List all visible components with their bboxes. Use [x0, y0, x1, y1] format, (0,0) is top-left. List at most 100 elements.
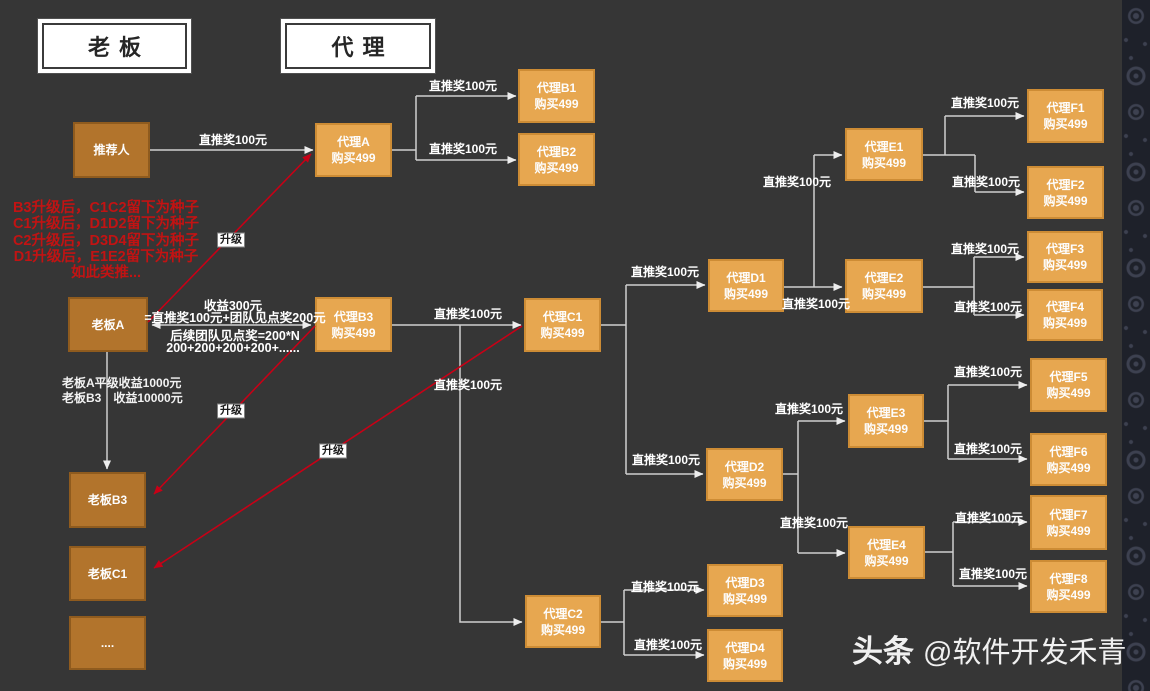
edge-label-direct-bonus: 直推奖100元 [958, 567, 1028, 581]
node-label: 代理D2 [724, 459, 765, 474]
node-sublabel: 购买499 [540, 622, 586, 637]
node-sublabel: 购买499 [1046, 460, 1091, 475]
seed-rule-line: B3升级后，C1C2留下为种子 [12, 200, 200, 216]
edge-label-direct-bonus: 直推奖100元 [433, 307, 503, 321]
node-agent-f8: 代理F8 购买499 [1030, 560, 1107, 613]
legend-agent-box: 代理 [285, 23, 431, 69]
node-agent-d2: 代理D2 购买499 [706, 448, 783, 501]
node-referrer: 推荐人 [73, 122, 150, 178]
edge-label-direct-bonus: 直推奖100元 [631, 453, 701, 467]
node-label: 代理B1 [536, 81, 577, 95]
node-agent-c2: 代理C2 购买499 [525, 595, 601, 648]
watermark-brand: 头条 [852, 634, 914, 669]
node-sublabel: 购买499 [1042, 258, 1088, 272]
node-sublabel: 购买499 [722, 656, 768, 671]
decorative-border-pattern [1122, 0, 1150, 691]
node-agent-f2: 代理F2 购买499 [1027, 166, 1104, 219]
node-label: 代理A [337, 135, 370, 149]
node-sublabel: 购买499 [331, 151, 376, 165]
edge-label-direct-bonus: 直推奖100元 [950, 242, 1020, 256]
node-agent-f4: 代理F4 购买499 [1027, 289, 1103, 341]
node-boss-a: 老板A [68, 297, 148, 352]
node-sublabel: 购买499 [861, 287, 907, 301]
node-sublabel: 购买499 [864, 553, 909, 568]
node-label: 老板B3 [87, 493, 128, 507]
edge-label-direct-bonus: 直推奖100元 [428, 142, 498, 156]
node-sublabel: 购买499 [1043, 193, 1088, 208]
legend-agent-label: 代理 [331, 35, 394, 60]
edge-label-direct-bonus: 直推奖100元 [198, 133, 268, 147]
edge-label-direct-bonus: 直推奖100元 [781, 297, 851, 311]
node-label: .... [100, 636, 115, 650]
seed-rule-line: C1升级后，D1D2留下为种子 [12, 216, 200, 233]
node-label: 代理F3 [1045, 242, 1084, 256]
node-agent-a: 代理A 购买499 [315, 123, 392, 177]
node-sublabel: 购买499 [861, 155, 907, 170]
seed-rule-line: C2升级后，D3D4留下为种子 [12, 232, 200, 249]
node-label: 代理F8 [1049, 571, 1088, 586]
node-agent-d1: 代理D1 购买499 [708, 259, 784, 312]
node-label: 代理E1 [864, 139, 904, 154]
node-label: 老板C1 [87, 566, 128, 581]
node-agent-f7: 代理F7 购买499 [1030, 495, 1107, 550]
edge-label-direct-bonus: 直推奖100元 [951, 175, 1021, 189]
node-boss-c1: 老板C1 [69, 546, 146, 601]
node-label: 老板A [91, 317, 125, 332]
upgrade-chip: 升级 [319, 443, 347, 459]
node-sublabel: 购买499 [1046, 386, 1091, 400]
node-agent-b1: 代理B1 购买499 [518, 69, 595, 123]
node-label: 代理D3 [725, 575, 765, 590]
edge-label-direct-bonus: 直推奖100元 [630, 580, 700, 594]
node-label: 代理B2 [536, 144, 577, 159]
node-label: 代理F6 [1049, 444, 1088, 459]
node-agent-e3: 代理E3 购买499 [848, 394, 924, 448]
edge-label-direct-bonus: 直推奖100元 [633, 638, 703, 652]
node-sublabel: 购买499 [1046, 587, 1091, 602]
node-label: 代理F5 [1049, 370, 1088, 384]
edge-label-direct-bonus: 直推奖100元 [762, 175, 832, 189]
node-boss-b3: 老板B3 [69, 472, 146, 528]
edge-label-direct-bonus: 直推奖100元 [433, 378, 503, 392]
node-label: 代理D1 [726, 270, 766, 285]
edge-label-direct-bonus: 直推奖100元 [774, 402, 844, 416]
watermark-handle: @软件开发禾青 [923, 637, 1127, 669]
node-sublabel: 购买499 [534, 97, 579, 111]
node-agent-d3: 代理D3 购买499 [707, 564, 783, 617]
legend-boss-label: 老板 [87, 35, 150, 60]
boss-income-line1: 老板A平级收益1000元 [62, 376, 182, 390]
node-sublabel: 购买499 [540, 326, 585, 340]
edge-label-direct-bonus: 直推奖100元 [428, 79, 498, 93]
node-label: 代理D4 [725, 640, 765, 655]
node-label: 代理F2 [1046, 177, 1085, 192]
node-label: 代理F1 [1046, 101, 1085, 115]
node-agent-f5: 代理F5 购买499 [1030, 358, 1107, 412]
node-label: 代理F4 [1045, 300, 1084, 314]
node-label: 推荐人 [93, 143, 130, 157]
node-sublabel: 购买499 [722, 591, 768, 606]
edge-label-direct-bonus: 直推奖100元 [630, 265, 700, 279]
node-boss-more: .... [69, 616, 146, 670]
node-label: 代理E4 [867, 537, 906, 552]
boss-income-note: 老板A平级收益1000元 老板B3 收益10000元 [62, 376, 183, 406]
edge-label-direct-bonus: 直推奖100元 [779, 516, 849, 530]
node-agent-f6: 代理F6 购买499 [1030, 433, 1107, 486]
boss-income-line2: 老板B3 收益10000元 [62, 391, 183, 405]
edge-label-direct-bonus: 直推奖100元 [953, 442, 1023, 456]
seed-rule-note: B3升级后，C1C2留下为种子 C1升级后，D1D2留下为种子 C2升级后，D3… [6, 200, 206, 281]
node-label: 代理E2 [864, 271, 904, 285]
upgrade-chip: 升级 [217, 232, 245, 248]
node-agent-e4: 代理E4 购买499 [848, 526, 925, 579]
node-sublabel: 购买499 [1043, 117, 1088, 131]
node-agent-e2: 代理E2 购买499 [845, 259, 923, 313]
node-sublabel: 购买499 [863, 422, 909, 436]
node-sublabel: 购买499 [534, 160, 579, 175]
legend-boss-box: 老板 [42, 23, 187, 69]
node-label: 代理F7 [1049, 507, 1088, 522]
node-agent-b2: 代理B2 购买499 [518, 133, 595, 186]
income-note-line2: =直推奖100元+团队见点奖200元 [144, 311, 326, 325]
edge-label-direct-bonus: 直推奖100元 [954, 511, 1024, 525]
node-label: 代理C2 [543, 606, 583, 621]
node-sublabel: 购买499 [722, 475, 767, 490]
